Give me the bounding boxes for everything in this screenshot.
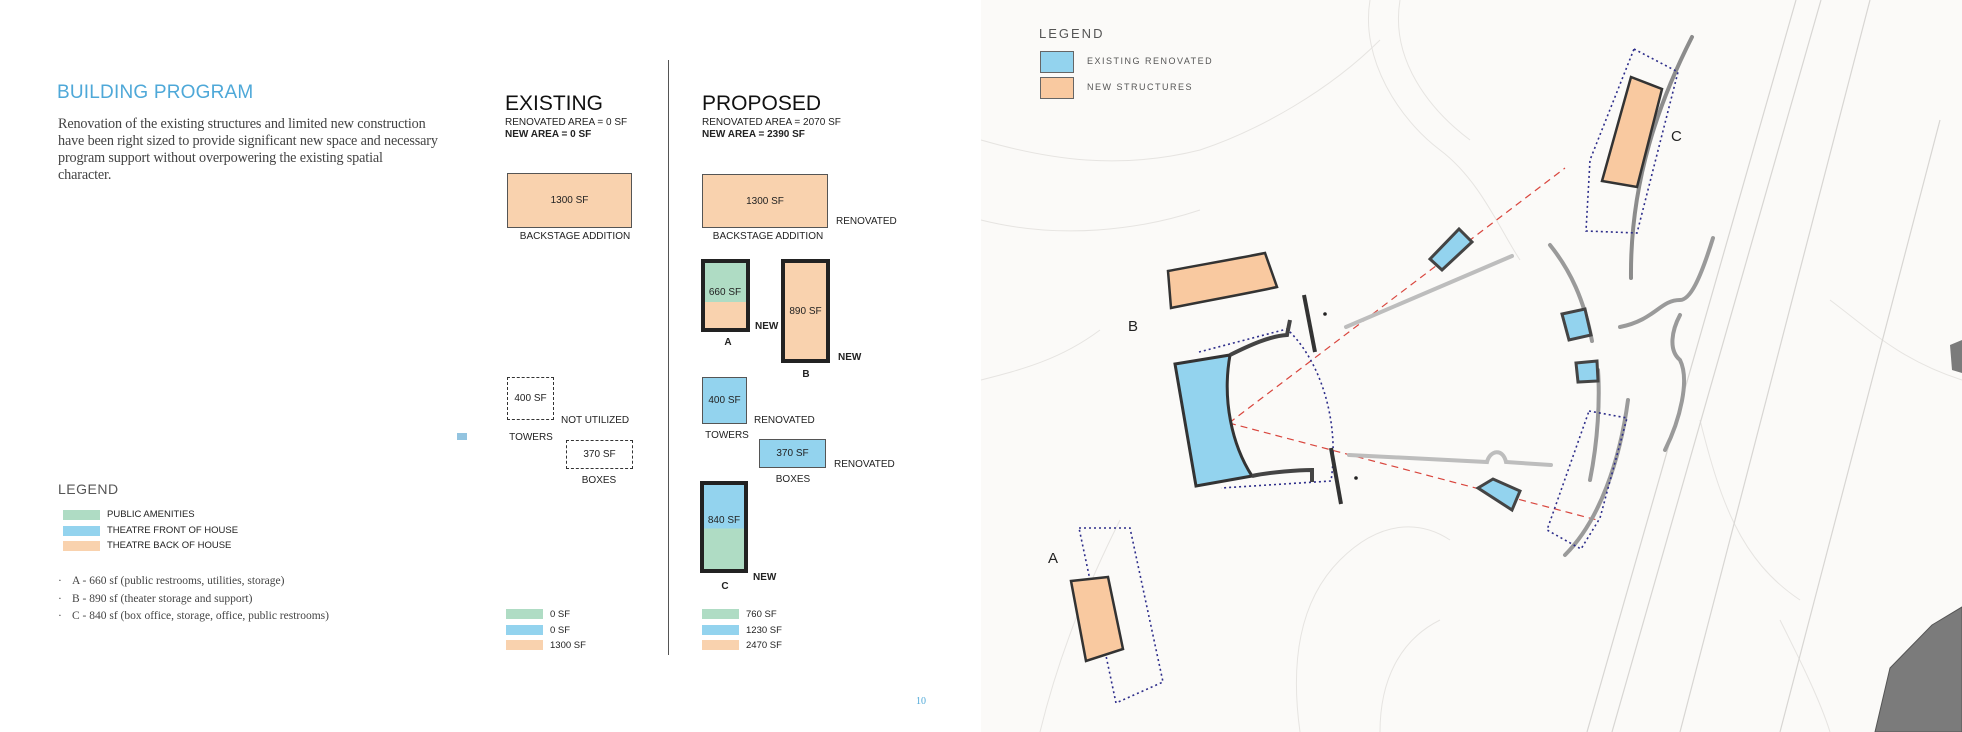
legend-swatch-public bbox=[63, 510, 100, 520]
existing-renovated-area: RENOVATED AREA = 0 SF bbox=[505, 117, 628, 128]
building-c-new bbox=[1600, 75, 1664, 189]
building-b-new bbox=[1166, 251, 1279, 310]
proposed-total-back: 2470 SF bbox=[746, 640, 782, 651]
tower-south-renovated bbox=[1475, 477, 1522, 513]
proposed-renovated-area: RENOVATED AREA = 2070 SF bbox=[702, 117, 841, 128]
bullet-text: B - 890 sf (theater storage and support) bbox=[72, 593, 253, 605]
proposed-boxes-label: BOXES bbox=[775, 474, 811, 485]
proposed-total-front: 1230 SF bbox=[746, 625, 782, 636]
legend-label-back: THEATRE BACK OF HOUSE bbox=[107, 540, 232, 551]
legend-swatch-front bbox=[63, 526, 100, 536]
proposed-c-box bbox=[700, 481, 748, 573]
area-label: 1300 SF bbox=[550, 195, 589, 206]
legend-swatch-back bbox=[63, 541, 100, 551]
proposed-b-label: B bbox=[802, 369, 810, 380]
existing-total-front: 0 SF bbox=[550, 625, 571, 636]
area-label: 400 SF bbox=[708, 395, 741, 406]
map-background bbox=[981, 0, 1962, 732]
dotted-footprints bbox=[1078, 47, 1679, 705]
proscenium-wall-south bbox=[1329, 447, 1343, 505]
building-a-new bbox=[1069, 575, 1125, 663]
box-north-renovated bbox=[1560, 307, 1593, 342]
proposed-backstage-box: 1300 SF bbox=[702, 174, 828, 228]
page-number: 10 bbox=[916, 696, 926, 707]
stage-house-renovated bbox=[1173, 353, 1255, 488]
map-legend-swatch-existing bbox=[1040, 51, 1074, 73]
stage-wall bbox=[1229, 319, 1314, 482]
small-marker bbox=[457, 433, 467, 440]
proposed-new-area: NEW AREA = 2390 SF bbox=[702, 129, 805, 140]
proposed-towers-status: RENOVATED bbox=[754, 415, 815, 426]
bullet-item-b: ·B - 890 sf (theater storage and support… bbox=[58, 593, 253, 605]
existing-total-swatch-front bbox=[506, 625, 543, 635]
bullet-item-c: ·C - 840 sf (box office, storage, office… bbox=[58, 610, 329, 622]
area-label: 890 SF bbox=[789, 305, 822, 317]
existing-backstage-box: 1300 SF bbox=[507, 173, 632, 228]
existing-total-swatch-public bbox=[506, 609, 543, 619]
proposed-a-label: A bbox=[724, 337, 732, 348]
proposed-c-label: C bbox=[721, 581, 729, 592]
proposed-boxes-box: 370 SF bbox=[759, 439, 826, 468]
proposed-towers-box: 400 SF bbox=[702, 377, 747, 424]
map-label-a: A bbox=[1048, 550, 1059, 567]
proposed-c-area: 840 SF bbox=[707, 515, 741, 526]
existing-total-public: 0 SF bbox=[550, 609, 571, 620]
existing-towers-label: TOWERS bbox=[509, 432, 553, 443]
existing-total-swatch-back bbox=[506, 640, 543, 650]
intro-paragraph: Renovation of the existing structures an… bbox=[58, 116, 438, 183]
proposed-total-public: 760 SF bbox=[746, 609, 777, 620]
adjacent-building bbox=[1874, 606, 1962, 732]
proposed-towers-label: TOWERS bbox=[705, 430, 749, 441]
proposed-b-status: NEW bbox=[838, 352, 862, 363]
map-legend-label-existing: EXISTING RENOVATED bbox=[1087, 56, 1214, 66]
existing-backstage-label: BACKSTAGE ADDITION bbox=[519, 231, 631, 242]
existing-total-back: 1300 SF bbox=[550, 640, 586, 651]
legend-title: LEGEND bbox=[58, 481, 119, 497]
column-divider bbox=[668, 60, 669, 655]
proposed-b-box: 890 SF bbox=[781, 259, 830, 363]
map-legend-label-new: NEW STRUCTURES bbox=[1087, 82, 1193, 92]
page-title: BUILDING PROGRAM bbox=[57, 82, 254, 103]
contour-lines bbox=[980, 0, 1962, 732]
map-label-c: C bbox=[1671, 128, 1682, 145]
existing-towers-box: 400 SF bbox=[507, 377, 554, 420]
proposed-title: PROPOSED bbox=[702, 92, 822, 115]
area-label: 370 SF bbox=[776, 448, 809, 459]
map-legend-swatch-new bbox=[1040, 77, 1074, 99]
existing-new-area: NEW AREA = 0 SF bbox=[505, 129, 592, 140]
proposed-boxes-status: RENOVATED bbox=[834, 459, 895, 470]
map-legend-title: LEGEND bbox=[1039, 26, 1105, 41]
bullet-item-a: ·A - 660 sf (public restrooms, utilities… bbox=[58, 575, 285, 587]
existing-boxes-box: 370 SF bbox=[566, 440, 633, 469]
proposed-backstage-label: BACKSTAGE ADDITION bbox=[712, 231, 824, 242]
proposed-total-swatch-back bbox=[702, 640, 739, 650]
proposed-total-swatch-public bbox=[702, 609, 739, 619]
sight-lines bbox=[1228, 167, 1598, 521]
proposed-backstage-status: RENOVATED bbox=[836, 216, 897, 227]
bullet-text: A - 660 sf (public restrooms, utilities,… bbox=[72, 575, 285, 587]
area-label: 400 SF bbox=[514, 393, 547, 404]
tower-north-renovated bbox=[1427, 226, 1475, 273]
box-south-renovated bbox=[1574, 359, 1600, 384]
proscenium-wall-north bbox=[1302, 294, 1317, 353]
proposed-a-box bbox=[701, 259, 750, 332]
map-label-b: B bbox=[1128, 318, 1139, 335]
proposed-a-status: NEW bbox=[755, 321, 779, 332]
proposed-a-area: 660 SF bbox=[708, 287, 742, 298]
existing-towers-status: NOT UTILIZED bbox=[561, 415, 630, 426]
bullet-text: C - 840 sf (box office, storage, office,… bbox=[72, 610, 329, 622]
proposed-c-status: NEW bbox=[753, 572, 777, 583]
existing-title: EXISTING bbox=[505, 92, 604, 115]
proposed-total-swatch-front bbox=[702, 625, 739, 635]
legend-label-public: PUBLIC AMENITIES bbox=[107, 509, 195, 520]
adjacent-building-edge bbox=[1950, 340, 1962, 373]
legend-label-front: THEATRE FRONT OF HOUSE bbox=[107, 525, 239, 536]
area-label: 1300 SF bbox=[746, 195, 784, 207]
existing-boxes-label: BOXES bbox=[581, 475, 617, 486]
road bbox=[1586, 0, 1941, 732]
area-label: 370 SF bbox=[583, 449, 616, 460]
